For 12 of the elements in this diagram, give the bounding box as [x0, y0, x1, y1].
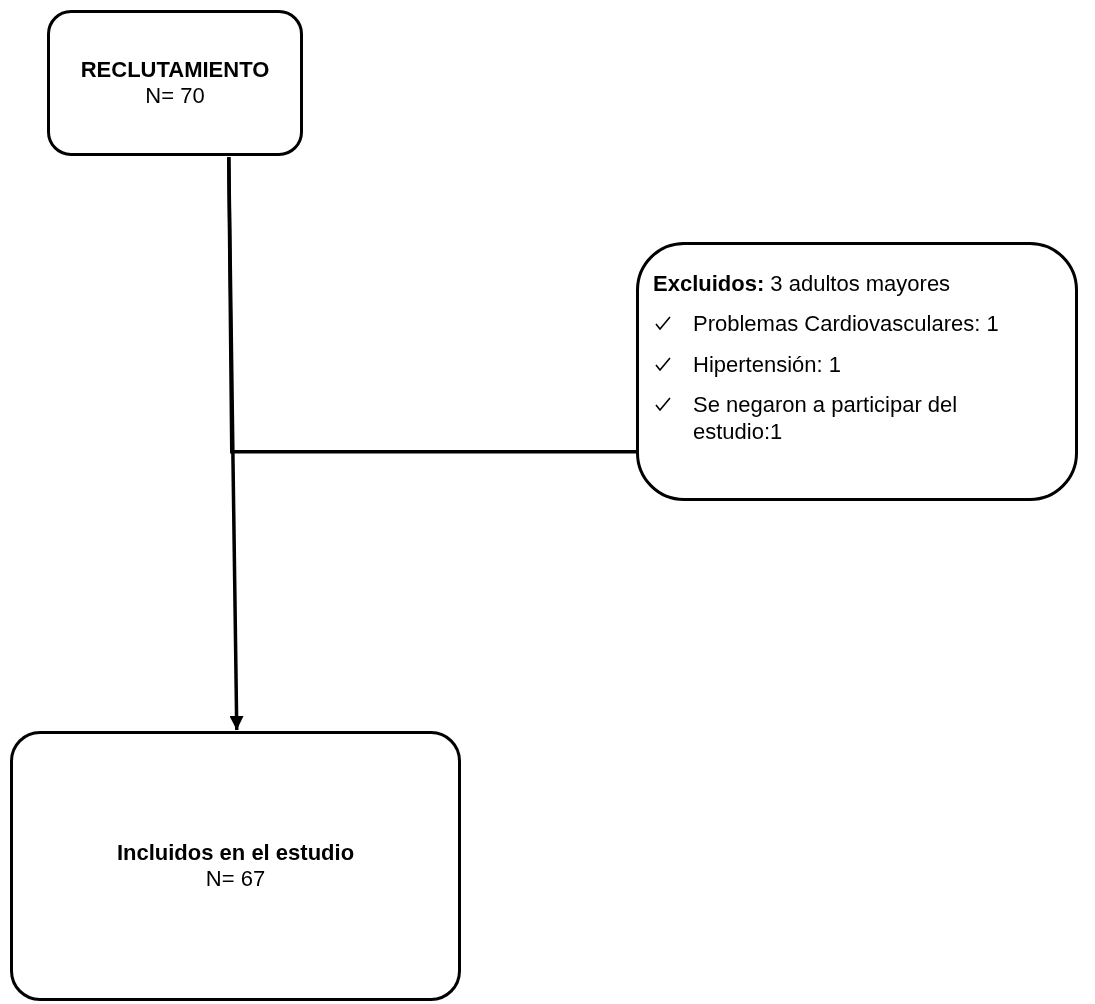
- box-title: RECLUTAMIENTO: [80, 56, 270, 83]
- count-text: N= 70: [145, 83, 205, 110]
- list-item-text: Se negaron a participar del estudio:1: [693, 392, 959, 445]
- box-heading: Excluidos: 3 adultos mayores: [653, 271, 952, 298]
- process-box: [47, 10, 303, 156]
- process-box: [10, 731, 461, 1001]
- count-text: N= 67: [205, 866, 266, 893]
- list-item-text: Problemas Cardiovasculares: 1: [693, 311, 999, 338]
- box-title: Incluidos en el estudio: [116, 839, 355, 866]
- list-item-text: Hipertensión: 1: [693, 351, 841, 379]
- connector-line: [227, 157, 636, 454]
- process-box: [636, 242, 1078, 501]
